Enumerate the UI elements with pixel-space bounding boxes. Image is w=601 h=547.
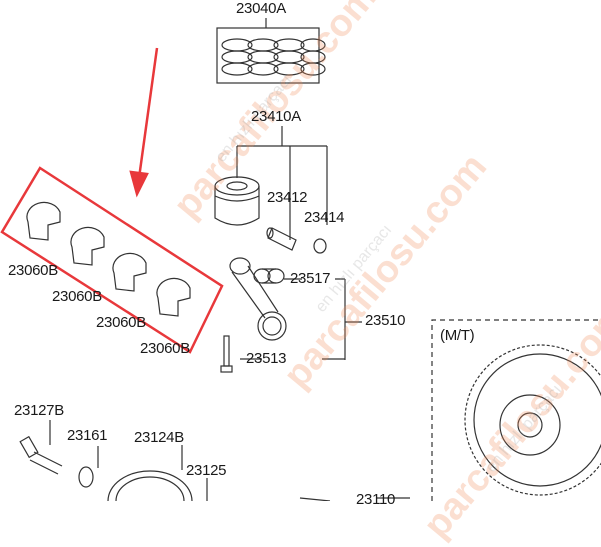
diagram-drawing (0, 18, 601, 501)
part-label[interactable]: 23517 (290, 270, 331, 287)
transmission-label: (M/T) (440, 327, 475, 344)
highlight-box (0, 166, 224, 354)
pulley-bolt (19, 435, 63, 475)
part-label[interactable]: 23161 (67, 427, 108, 444)
part-label[interactable]: 23060B (52, 288, 102, 305)
part-label[interactable]: 23414 (304, 209, 345, 226)
mt-dashed-box (431, 319, 601, 501)
piston-pin (266, 227, 297, 251)
piston-ring-box (216, 27, 320, 84)
leader-line (49, 420, 410, 501)
part-label[interactable]: 23510 (365, 312, 406, 329)
conrod-bolt (220, 335, 233, 373)
part-label[interactable]: 23124B (134, 429, 184, 446)
snap-ring (313, 238, 327, 254)
part-label[interactable]: 23110 (356, 491, 396, 508)
bearing-shells (26, 201, 191, 317)
arrow-shaft (137, 47, 159, 179)
part-label[interactable]: 23125 (186, 462, 227, 479)
arrow-head (129, 170, 149, 198)
part-label[interactable]: 23127B (14, 402, 64, 419)
piston (214, 176, 260, 226)
part-label[interactable]: 23060B (96, 314, 146, 331)
conrod-bushing (253, 268, 285, 284)
part-label[interactable]: 23060B (140, 340, 190, 357)
part-label[interactable]: 23412 (267, 189, 308, 206)
connecting-rod (229, 257, 287, 341)
part-label[interactable]: 23060B (8, 262, 58, 279)
part-label[interactable]: 23513 (246, 350, 287, 367)
washer (78, 466, 94, 488)
leader-line (236, 126, 328, 240)
part-label[interactable]: 23040A (236, 0, 286, 17)
piston-rings (221, 38, 326, 76)
flywheel (464, 344, 601, 496)
damper-pulley (107, 470, 193, 501)
leader-line (240, 278, 362, 360)
highlight-annotation (0, 47, 224, 354)
part-label[interactable]: 23410A (251, 108, 301, 125)
